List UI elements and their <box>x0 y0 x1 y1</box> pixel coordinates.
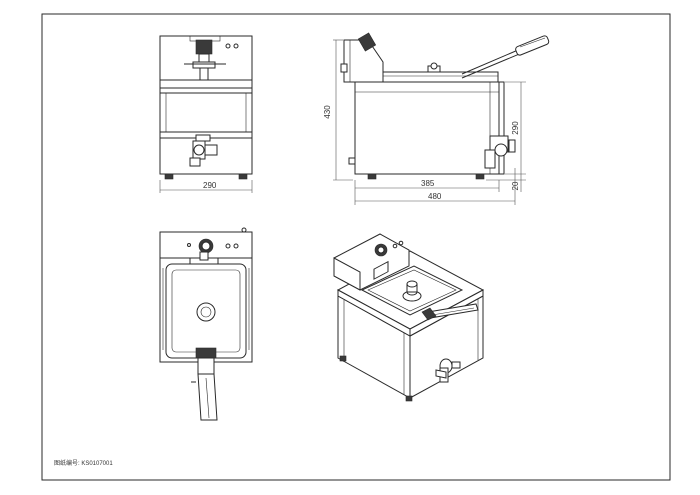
drawing-number-note: 图纸编号: KS0107001 <box>54 459 113 467</box>
top-view <box>159 227 253 421</box>
dim-side-width-total: 480 <box>428 192 442 201</box>
dim-side-width-body: 385 <box>421 179 435 188</box>
dim-side-height-feet: 20 <box>511 181 520 190</box>
dim-front-width: 290 <box>203 181 217 190</box>
sheet-border <box>41 13 671 481</box>
isometric-view <box>333 233 485 402</box>
side-view: 430 290 20 385 480 <box>323 32 550 205</box>
dim-side-height-total: 430 <box>323 105 332 119</box>
dim-side-height-body: 290 <box>511 121 520 135</box>
front-view: 290 <box>159 35 253 193</box>
